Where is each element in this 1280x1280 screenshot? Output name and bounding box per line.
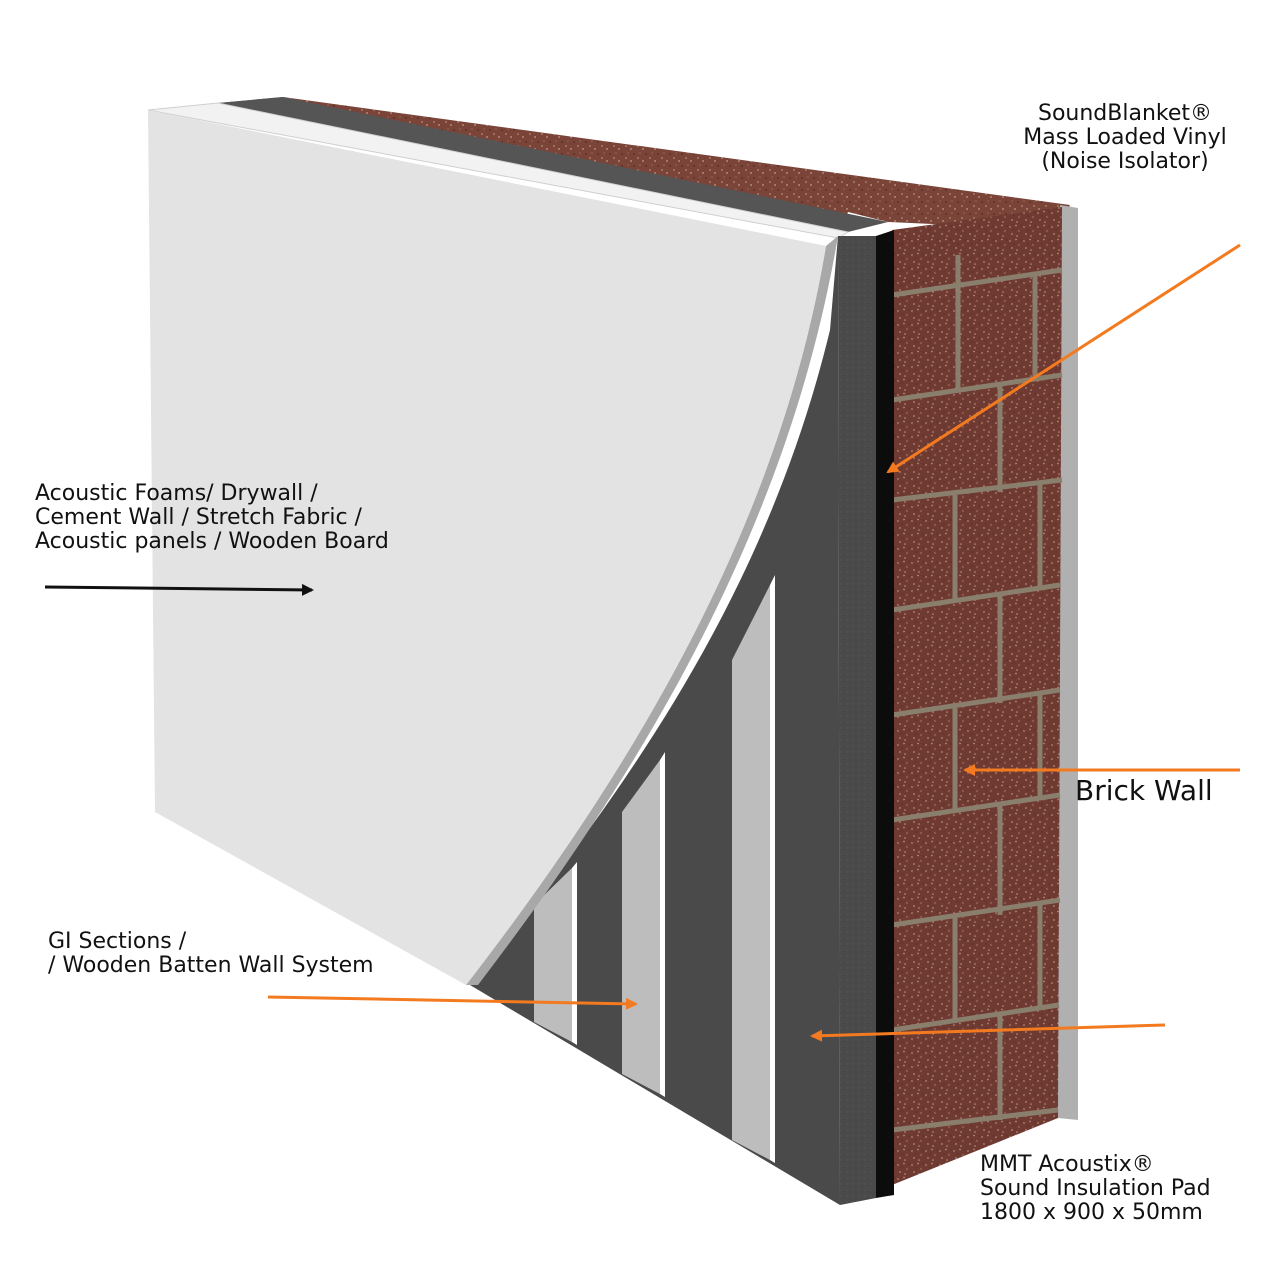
label-gi-line1: GI Sections / — [48, 929, 187, 954]
label-soundblanket-line3: (Noise Isolator) — [1041, 148, 1209, 174]
arrow-surface — [44, 583, 314, 596]
label-mmt-acoustix: MMT Acoustix® Sound Insulation Pad 1800 … — [980, 1153, 1211, 1224]
label-soundblanket-line1: SoundBlanket® — [1037, 101, 1213, 126]
label-mmt-line3: 1800 x 900 x 50mm — [980, 1199, 1203, 1225]
arrow-gi — [267, 995, 638, 1010]
label-surface-line3: Acoustic panels / Wooden Board — [35, 528, 389, 554]
label-mmt-line2: Sound Insulation Pad — [980, 1175, 1211, 1201]
mass-loaded-vinyl-layer — [876, 230, 894, 1198]
label-soundblanket-line2: Mass Loaded Vinyl — [1023, 124, 1227, 150]
arrow-mmt — [810, 1023, 1166, 1042]
label-surface-line1: Acoustic Foams/ Drywall / — [35, 481, 318, 506]
insulation-pad-side — [838, 236, 876, 1205]
label-brick-wall: Brick Wall — [1075, 774, 1213, 807]
wall-top-surface — [147, 97, 1070, 239]
label-gi-line2: / Wooden Batten Wall System — [48, 952, 374, 978]
label-soundblanket: SoundBlanket® Mass Loaded Vinyl (Noise I… — [1000, 102, 1250, 173]
arrow-soundblanket — [886, 243, 1241, 474]
plaster-side — [1058, 205, 1078, 1120]
label-surface-options: Acoustic Foams/ Drywall / Cement Wall / … — [35, 482, 389, 553]
label-mmt-line1: MMT Acoustix® — [980, 1152, 1154, 1177]
gi-sections — [534, 575, 775, 1163]
face-board-layer — [148, 110, 838, 985]
label-gi-sections: GI Sections / / Wooden Batten Wall Syste… — [48, 930, 374, 978]
brick-wall-face — [891, 207, 1063, 1185]
label-surface-line2: Cement Wall / Stretch Fabric / — [35, 504, 362, 530]
